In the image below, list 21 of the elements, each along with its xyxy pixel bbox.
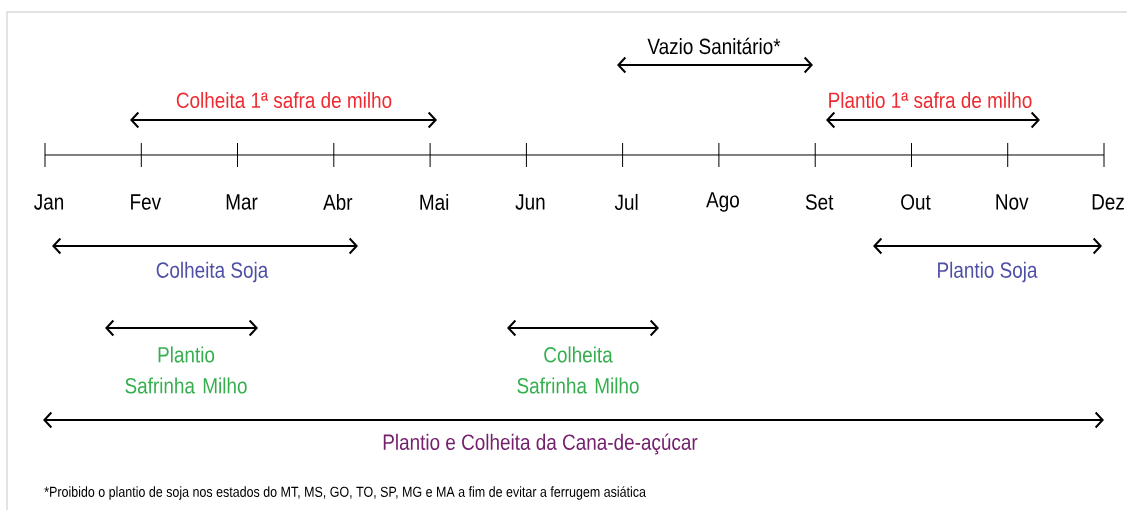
range-label: Colheita Safrinha Milho xyxy=(517,346,639,394)
month-label: Fev xyxy=(131,194,161,210)
month-label: Out xyxy=(901,194,931,210)
footnote: *Proibido o plantio de soja nos estados do MT, MS, GO, TO, SP, MG e MA a fim de evitar a ferrugem asiática xyxy=(44,486,646,500)
month-label: Ago xyxy=(706,192,739,212)
month-label: Abr xyxy=(323,193,353,211)
range-label: Plantio 1ª safra de milho xyxy=(829,91,1032,109)
month-label: Mai xyxy=(420,193,449,211)
month-label: Jan xyxy=(34,194,63,210)
month-label: Nov xyxy=(996,194,1029,210)
range-label: Plantio Soja xyxy=(938,261,1038,283)
month-label: Dez xyxy=(1092,194,1124,210)
month-label: Jun xyxy=(515,194,545,210)
month-label: Jul xyxy=(614,193,638,211)
range-label: Plantio Safrinha Milho xyxy=(125,346,247,394)
range-label: Colheita Soja xyxy=(156,261,269,283)
range-label: Colheita 1ª safra de milho xyxy=(176,91,392,109)
range-label: Plantio e Colheita da Cana-de-açúcar xyxy=(383,433,698,455)
range-label: Vazio Sanitário* xyxy=(647,37,781,55)
month-label: Set xyxy=(805,194,834,210)
month-label: Mar xyxy=(226,194,258,210)
